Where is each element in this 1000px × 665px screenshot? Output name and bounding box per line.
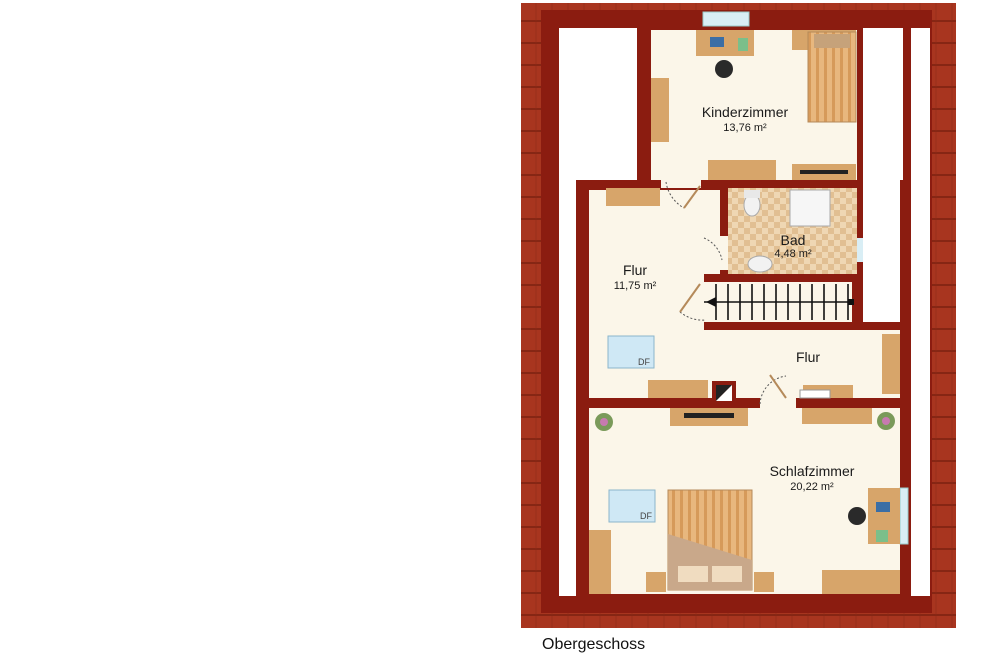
- stairs: [704, 284, 852, 320]
- wardrobe: [651, 78, 669, 142]
- area-kinderzimmer: 13,76 m²: [723, 122, 767, 134]
- sink-icon: [747, 255, 773, 273]
- label-flur-west: Flur: [623, 262, 647, 278]
- area-schlafzimmer: 20,22 m²: [790, 481, 834, 493]
- label-kinderzimmer: Kinderzimmer: [702, 104, 789, 120]
- floor-title: Obergeschoss: [542, 636, 646, 653]
- chair-icon: [715, 60, 733, 78]
- room-flur-east: [704, 330, 900, 398]
- label-bad: Bad: [781, 232, 806, 248]
- area-bad: 4,48 m²: [774, 248, 812, 260]
- label-flur-east: Flur: [796, 349, 820, 365]
- skylight: [607, 335, 655, 369]
- skylight-label: DF: [640, 511, 652, 521]
- monitor-icon: [876, 502, 890, 512]
- skylight: [608, 489, 656, 523]
- chair-icon: [848, 507, 866, 525]
- window-top: [702, 11, 750, 27]
- monitor-icon: [710, 37, 724, 47]
- skylight-label: DF: [638, 357, 650, 367]
- label-schlafzimmer: Schlafzimmer: [770, 463, 855, 479]
- shower: [789, 189, 831, 227]
- area-flur-west: 11,75 m²: [614, 280, 657, 292]
